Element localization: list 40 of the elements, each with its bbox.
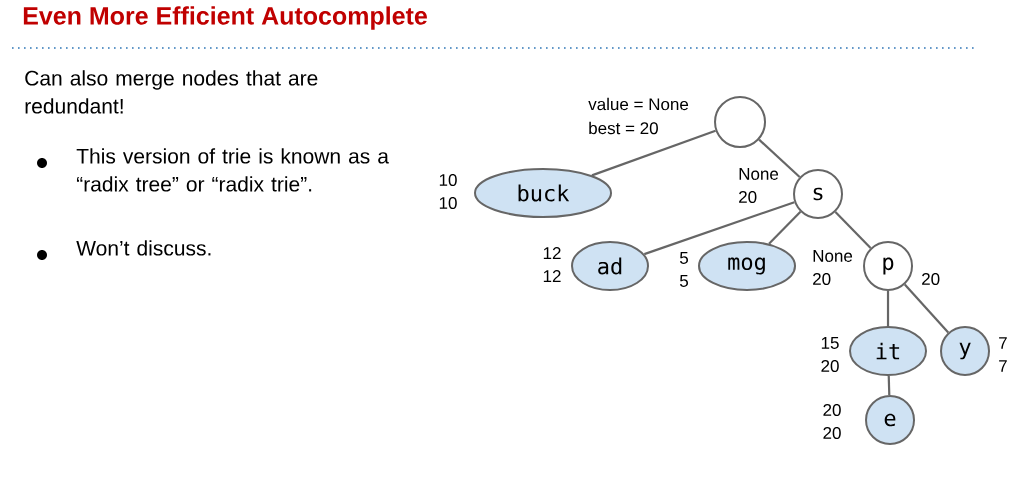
tree-edge	[768, 211, 802, 245]
node-value: None	[813, 250, 853, 262]
node-value: 20	[821, 360, 839, 373]
tree-edge	[887, 375, 891, 396]
trie-node: it	[849, 326, 927, 376]
node-value: 5	[679, 252, 688, 264]
node-value: 10	[439, 174, 457, 187]
node-value: best = 20	[589, 121, 658, 135]
trie-node: p	[863, 241, 913, 291]
tree-edge	[904, 283, 950, 334]
node-value: 15	[821, 337, 839, 349]
bullet-item: Won’t discuss.	[76, 240, 211, 256]
paragraph: Can also merge nodes that are redundant!	[25, 70, 318, 114]
bullet-item: This version of trie is known as a “radix tree” or “radix trie”.	[76, 148, 389, 192]
tree-edge	[886, 291, 890, 326]
node-value: value = None	[588, 97, 689, 111]
node-value: 20	[739, 191, 757, 204]
node-value: 20	[813, 273, 831, 286]
node-value: 10	[439, 197, 457, 210]
trie-node: ad	[571, 241, 649, 291]
tree-edge	[643, 201, 795, 256]
trie-node: buck	[474, 168, 612, 218]
node-value: 20	[823, 404, 841, 417]
node-value: 12	[543, 247, 561, 259]
node-value: 12	[543, 270, 561, 282]
root-node	[714, 96, 766, 148]
node-value: 5	[679, 275, 688, 287]
trie-node: e	[865, 395, 915, 445]
trie-node: mog	[698, 241, 796, 291]
node-value: 20	[823, 427, 841, 440]
node-value: None	[739, 168, 779, 180]
node-value: 20	[922, 273, 940, 286]
trie-node: s	[793, 169, 843, 219]
tree-edge	[758, 138, 801, 178]
tree-edge	[591, 129, 716, 177]
slide-title: Even More Efficient Autocomplete	[23, 6, 427, 30]
trie-node: y	[940, 326, 990, 376]
node-value: 7	[999, 337, 1007, 349]
node-value: 7	[999, 360, 1007, 372]
tree-edge	[834, 211, 872, 249]
